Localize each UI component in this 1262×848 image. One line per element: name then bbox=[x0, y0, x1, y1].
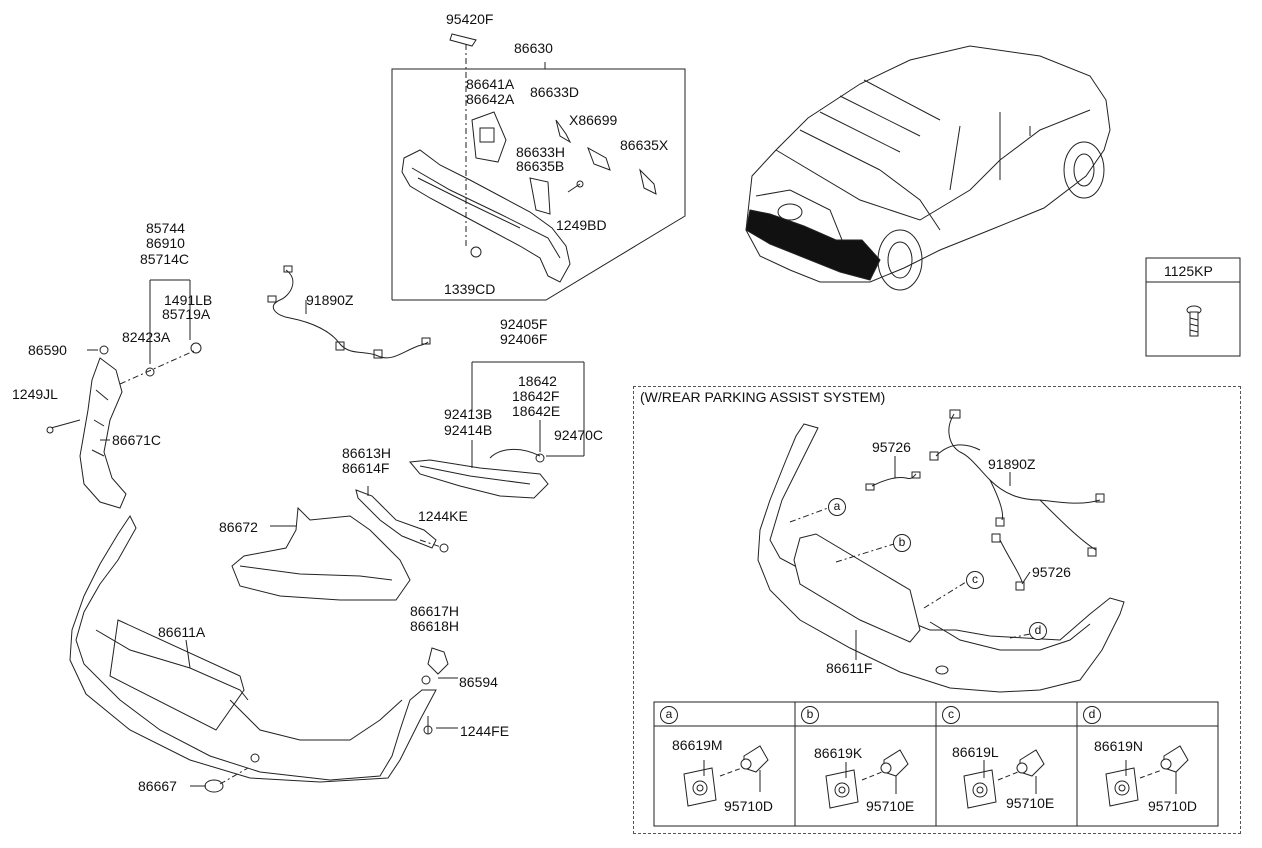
part-label: 86611F bbox=[826, 660, 873, 676]
part-label: 18642E bbox=[512, 403, 561, 419]
cell-d-letter: d bbox=[1083, 706, 1101, 724]
part-label: 86633D bbox=[530, 84, 580, 100]
inset-drawing bbox=[757, 409, 1125, 693]
part-label: 1125KP bbox=[1164, 263, 1213, 279]
part-label: 86630 bbox=[514, 40, 553, 56]
part-label: 86672 bbox=[219, 519, 258, 535]
cell-b-part-bottom: 95710E bbox=[866, 798, 915, 814]
part-label: 82423A bbox=[122, 329, 171, 345]
part-label: 86633H bbox=[516, 144, 566, 160]
side-cover bbox=[231, 486, 449, 601]
part-label: 86618H bbox=[410, 618, 460, 634]
beam-box bbox=[391, 33, 686, 301]
inset-border bbox=[633, 386, 1241, 834]
part-label: 85719A bbox=[162, 306, 211, 322]
inset-title: (W/REAR PARKING ASSIST SYSTEM) bbox=[640, 389, 886, 405]
part-label: 1491LB bbox=[164, 292, 213, 308]
callout-a: a bbox=[828, 498, 846, 516]
part-label: 86671C bbox=[112, 432, 162, 448]
cell-c-part-top: 86619L bbox=[952, 744, 999, 760]
cell-d-part-top: 86619N bbox=[1094, 738, 1144, 754]
part-label: 18642F bbox=[512, 388, 560, 404]
clip-95420f bbox=[449, 33, 477, 47]
bolt-icon bbox=[1145, 257, 1241, 357]
part-label: 86642A bbox=[466, 91, 515, 107]
harness-top bbox=[267, 265, 431, 359]
part-label: 1339CD bbox=[444, 281, 496, 297]
part-label: 1249BD bbox=[556, 217, 607, 233]
part-label: 91890Z bbox=[988, 456, 1036, 472]
sensor-icon bbox=[825, 749, 909, 809]
part-label: 92413B bbox=[444, 406, 493, 422]
vehicle-illustration bbox=[745, 45, 1111, 291]
bumper-86611a bbox=[69, 515, 458, 793]
side-bracket-left bbox=[46, 279, 202, 509]
part-label: 1249JL bbox=[12, 386, 58, 402]
part-label: 86614F bbox=[342, 460, 390, 476]
part-label: 92405F bbox=[500, 316, 548, 332]
part-label: 86594 bbox=[459, 674, 498, 690]
sensor-icon bbox=[683, 745, 769, 807]
cell-d-part-bottom: 95710D bbox=[1148, 798, 1198, 814]
part-label: 95726 bbox=[872, 439, 911, 455]
part-label: 85744 bbox=[146, 220, 185, 236]
part-label: 95420F bbox=[446, 11, 494, 27]
sensor-icon bbox=[963, 749, 1045, 809]
part-label: 86667 bbox=[138, 778, 177, 794]
part-label: 86910 bbox=[146, 235, 185, 251]
part-label: 86590 bbox=[28, 342, 67, 358]
part-label: 18642 bbox=[518, 373, 557, 389]
part-label: 1244KE bbox=[418, 508, 468, 524]
part-label: 86611A bbox=[158, 624, 206, 640]
sensor-icon bbox=[1105, 745, 1189, 807]
part-label: 86617H bbox=[410, 603, 460, 619]
cell-c-letter: c bbox=[942, 706, 960, 724]
cell-b-letter: b bbox=[801, 706, 819, 724]
part-label: 86613H bbox=[342, 445, 392, 461]
part-label: 92406F bbox=[500, 331, 548, 347]
cell-a-part-bottom: 95710D bbox=[724, 798, 774, 814]
part-label: 86641A bbox=[466, 76, 515, 92]
part-label: X86699 bbox=[569, 112, 618, 128]
part-label: 1244FE bbox=[460, 723, 510, 739]
callout-c: c bbox=[966, 571, 984, 589]
cell-c-part-bottom: 95710E bbox=[1006, 795, 1055, 811]
part-label: 91890Z bbox=[306, 292, 354, 308]
part-label: 86635X bbox=[620, 137, 669, 153]
callout-b: b bbox=[893, 534, 911, 552]
part-label: 86635B bbox=[516, 158, 565, 174]
sensor-table bbox=[653, 701, 1219, 827]
part-label: 95726 bbox=[1032, 564, 1071, 580]
reflector bbox=[409, 361, 585, 499]
callout-d: d bbox=[1029, 622, 1047, 640]
part-label: 92414B bbox=[444, 422, 493, 438]
part-label: 92470C bbox=[554, 427, 604, 443]
part-label: 85714C bbox=[140, 251, 190, 267]
cell-a-letter: a bbox=[660, 706, 678, 724]
bracket-86641a bbox=[471, 111, 507, 163]
rear-beam bbox=[401, 149, 571, 283]
cell-a-part-top: 86619M bbox=[672, 737, 723, 753]
cell-b-part-top: 86619K bbox=[814, 745, 863, 761]
